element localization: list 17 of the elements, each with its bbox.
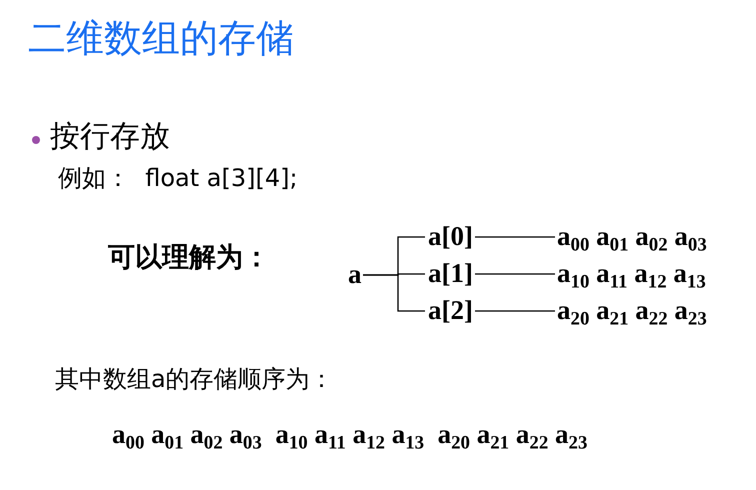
connector-line — [475, 310, 555, 312]
bullet-text: 按行存放 — [50, 120, 170, 153]
connector-line — [475, 236, 555, 238]
code-example: 例如： float a[3][4]; — [58, 165, 298, 192]
row-name: a[1] — [428, 259, 473, 289]
order-caption: 其中数组a的存储顺序为： — [55, 366, 334, 392]
row-name: a[0] — [428, 222, 473, 252]
row-elements: a$_{10}$ a$_{11}$ a$_{12}$ a$_{13}$ — [557, 259, 706, 289]
row-name: a[2] — [428, 296, 473, 326]
slide-title: 二维数组的存储 — [28, 18, 294, 60]
storage-sequence: a$_{00}$ a$_{01}$ a$_{02}$ a$_{03}$ a$_{10}$ a$_{11}$ a$_{12}$ a$_{13}$ a$_{20}$ a$_{21}$ a$_{22}$ a$_{23}$ — [112, 420, 588, 450]
explanation-text: 可以理解为： — [108, 243, 270, 273]
array-name: a — [348, 260, 362, 290]
bracket-line — [363, 274, 425, 312]
row-elements: a$_{00}$ a$_{01}$ a$_{02}$ a$_{03}$ — [557, 222, 707, 252]
row-elements: a$_{20}$ a$_{21}$ a$_{22}$ a$_{23}$ — [557, 296, 707, 326]
connector-line — [475, 273, 555, 275]
